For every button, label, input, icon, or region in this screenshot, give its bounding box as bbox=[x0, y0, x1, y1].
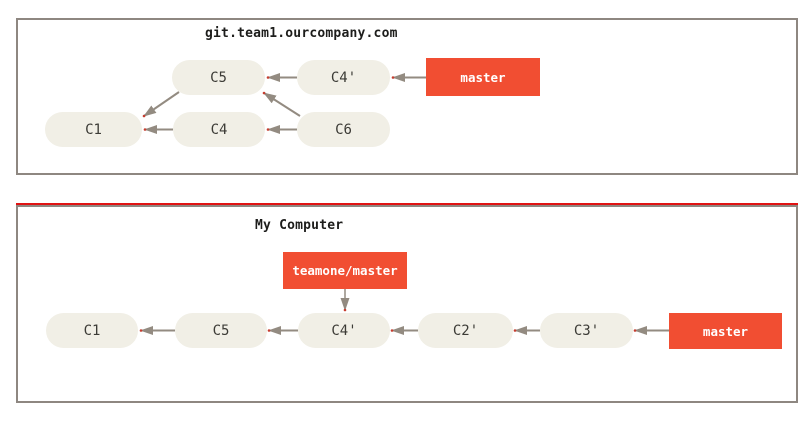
commit-node-local-c4-prime: C4' bbox=[298, 313, 390, 348]
commit-node-local-c1: C1 bbox=[46, 313, 138, 348]
local-computer-panel bbox=[16, 205, 798, 403]
commit-node-local-c3-prime: C3' bbox=[540, 313, 633, 348]
commit-node-local-c2-prime: C2' bbox=[418, 313, 513, 348]
branch-label-teamone-master: teamone/master bbox=[283, 252, 407, 289]
branch-label-local-master: master bbox=[669, 313, 782, 349]
commit-node-remote-c5: C5 bbox=[172, 60, 265, 95]
branch-label-remote-master: master bbox=[426, 58, 540, 96]
red-divider-line bbox=[16, 203, 798, 205]
remote-repo-title: git.team1.ourcompany.com bbox=[205, 26, 398, 41]
commit-node-remote-c1: C1 bbox=[45, 112, 142, 147]
commit-node-remote-c4: C4 bbox=[173, 112, 265, 147]
local-computer-title: My Computer bbox=[255, 218, 344, 233]
commit-node-local-c5: C5 bbox=[175, 313, 267, 348]
commit-node-remote-c4-prime: C4' bbox=[297, 60, 390, 95]
remote-repo-panel bbox=[16, 18, 798, 175]
commit-node-remote-c6: C6 bbox=[297, 112, 390, 147]
